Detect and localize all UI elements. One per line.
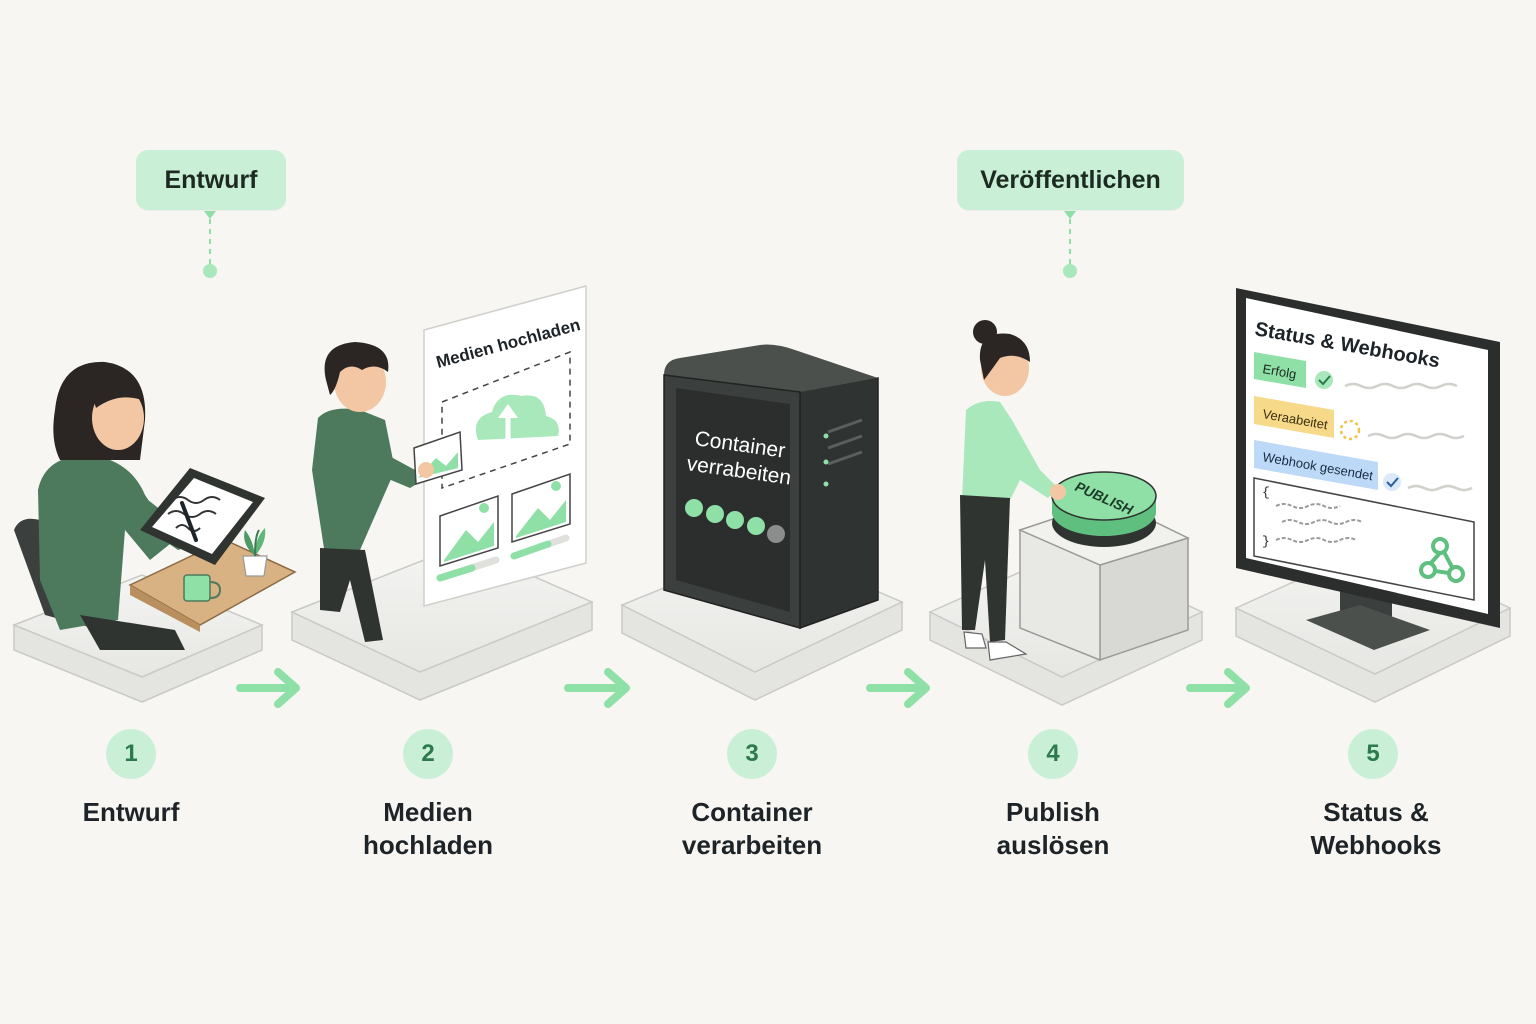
step-label: Status & Webhooks (1256, 796, 1496, 862)
check-icon (1315, 371, 1333, 389)
step-label: Container verarbeiten (632, 796, 872, 862)
step-label-line: hochladen (362, 830, 493, 860)
mug-icon (183, 574, 222, 602)
status-badge-success: Erfolg (1261, 361, 1297, 382)
step-label-line: Container (691, 797, 813, 827)
step-label: Publish auslösen (933, 796, 1173, 862)
publish-button[interactable]: PUBLISH (1051, 471, 1157, 547)
payload-code-box: { } (1253, 477, 1475, 601)
arrow-right-icon (1186, 668, 1250, 708)
tablet (140, 468, 265, 565)
arrow-right-icon (866, 668, 930, 708)
progress-dots (685, 499, 785, 543)
step-number: 4 (1028, 729, 1078, 779)
spinner-icon (1339, 419, 1361, 441)
phase-connector-veroeffentlichen (1063, 211, 1077, 278)
publisher-illustration (960, 320, 1066, 661)
cloud-upload-icon (475, 394, 559, 440)
phase-connector-entwurf (203, 211, 217, 278)
image-icon (436, 494, 500, 582)
step-label: Entwurf (11, 796, 251, 829)
webhook-icon (1419, 537, 1465, 583)
phase-pill-veroeffentlichen: Veröffentlichen (957, 150, 1184, 210)
code-open-brace: { (1262, 485, 1270, 500)
step-label-line: Status & (1323, 797, 1429, 827)
step-label-line: Webhooks (1310, 830, 1442, 860)
step-label-line: Publish (1006, 797, 1100, 827)
step-label: Medien hochladen (308, 796, 548, 862)
step-number: 2 (403, 729, 453, 779)
plant-icon (242, 528, 268, 577)
phase-pill-label: Veröffentlichen (980, 166, 1161, 194)
step-number: 1 (106, 729, 156, 779)
code-close-brace: } (1262, 534, 1270, 549)
uploader-illustration (312, 342, 463, 642)
arrow-right-icon (564, 668, 630, 708)
step-number: 3 (727, 729, 777, 779)
server-illustration: Container verrabeiten (663, 344, 879, 630)
image-icon (510, 472, 571, 560)
arrow-right-icon (236, 668, 300, 708)
status-row-processing: Veraabeitet (1254, 396, 1465, 441)
step-label-line: verarbeiten (681, 830, 823, 860)
step-label-line: Entwurf (82, 797, 180, 827)
monitor-illustration: Status & Webhooks Erfolg Veraabeitet Web… (1236, 288, 1500, 650)
phase-pill-entwurf: Entwurf (136, 150, 286, 210)
step-label-line: auslösen (996, 830, 1110, 860)
status-row-success: Erfolg (1254, 352, 1458, 390)
designer-illustration (14, 361, 297, 650)
phase-pill-label: Entwurf (164, 166, 258, 194)
check-icon (1383, 473, 1401, 491)
step-number: 5 (1348, 729, 1398, 779)
pen-icon (180, 501, 198, 542)
upload-panel: Medien hochladen (423, 285, 587, 607)
step-label-line: Medien (383, 797, 473, 827)
